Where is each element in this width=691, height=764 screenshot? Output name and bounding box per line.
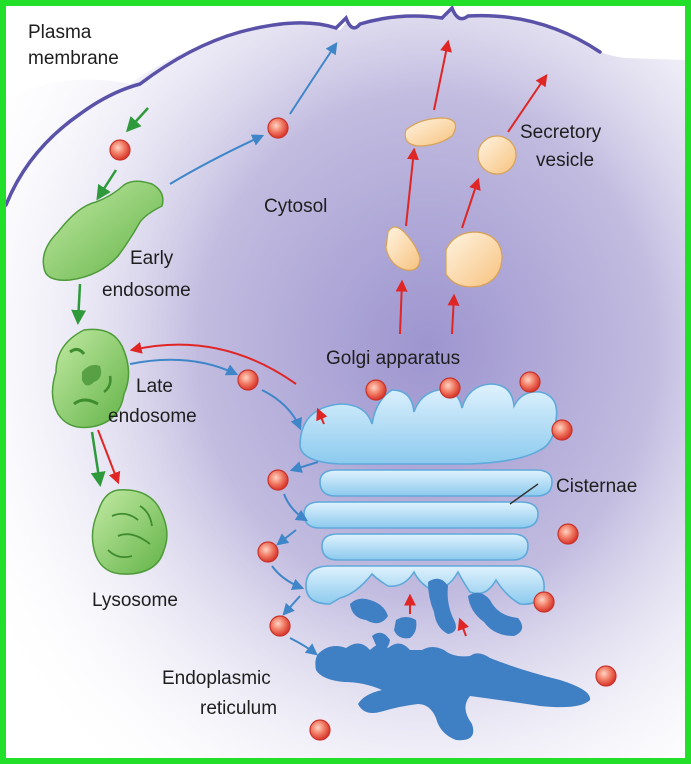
particle bbox=[365, 379, 387, 401]
arrow bbox=[129, 358, 239, 376]
label-secretory-vesicle-2: vesicle bbox=[536, 150, 594, 171]
arrow bbox=[316, 407, 328, 425]
red-arrows bbox=[97, 39, 548, 637]
particle bbox=[519, 371, 541, 393]
arrow bbox=[282, 595, 301, 616]
label-endoplasmic-reticulum-1: Endoplasmic bbox=[162, 668, 271, 689]
green-arrows bbox=[71, 107, 149, 487]
golgi-cisterna-2 bbox=[319, 469, 553, 497]
arrow bbox=[405, 147, 419, 227]
early-endosome bbox=[42, 180, 164, 281]
arrow bbox=[96, 169, 118, 201]
arrow bbox=[97, 429, 121, 485]
particle bbox=[257, 541, 279, 563]
arrow bbox=[283, 493, 309, 522]
vesicle-left-golgi bbox=[385, 226, 421, 271]
label-golgi-apparatus: Golgi apparatus bbox=[326, 348, 460, 369]
particle bbox=[237, 369, 259, 391]
particle bbox=[309, 719, 331, 741]
label-endoplasmic-reticulum-2: reticulum bbox=[200, 698, 277, 719]
arrow bbox=[71, 283, 87, 325]
label-plasma-membrane-1: Plasma bbox=[28, 22, 92, 43]
arrow bbox=[129, 342, 297, 385]
vesicle-right-golgi bbox=[445, 231, 503, 288]
golgi-bottom-cisterna bbox=[305, 565, 545, 606]
particle bbox=[267, 117, 289, 139]
label-early-endosome-2: endosome bbox=[102, 280, 191, 301]
label-cytosol: Cytosol bbox=[264, 196, 327, 217]
arrow bbox=[276, 529, 297, 546]
red-particles bbox=[109, 117, 617, 741]
cisternae-leader-line bbox=[509, 483, 539, 505]
particle bbox=[595, 665, 617, 687]
particle bbox=[109, 139, 131, 161]
label-plasma-membrane-2: membrane bbox=[28, 48, 119, 69]
arrow bbox=[90, 431, 106, 487]
plasma-membrane bbox=[6, 6, 602, 207]
arrow bbox=[395, 279, 408, 335]
particle bbox=[439, 377, 461, 399]
golgi-cisterna-3 bbox=[303, 501, 539, 529]
late-endosome bbox=[51, 328, 130, 429]
golgi-top-cisterna bbox=[299, 383, 558, 465]
particle bbox=[533, 591, 555, 613]
endoplasmic-reticulum bbox=[315, 578, 591, 741]
arrow bbox=[261, 389, 302, 431]
labels: Plasma membrane Cytosol Secretory vesicl… bbox=[28, 22, 637, 719]
arrow bbox=[289, 637, 318, 656]
vesicle-small-upper bbox=[404, 117, 457, 147]
secretory-vesicle bbox=[477, 135, 517, 175]
golgi-apparatus bbox=[299, 383, 558, 606]
arrow bbox=[125, 107, 149, 133]
arrow bbox=[289, 461, 319, 473]
blue-arrows bbox=[129, 42, 338, 656]
particle bbox=[267, 469, 289, 491]
label-cisternae: Cisternae bbox=[556, 476, 637, 497]
label-late-endosome-1: Late bbox=[136, 376, 173, 397]
arrow bbox=[433, 39, 452, 111]
label-early-endosome-1: Early bbox=[130, 248, 174, 269]
arrow bbox=[461, 177, 481, 229]
arrow bbox=[169, 134, 265, 185]
arrow bbox=[271, 565, 305, 591]
golgi-cisterna-4 bbox=[321, 533, 529, 561]
cell-pathway-diagram: Plasma membrane Cytosol Secretory vesicl… bbox=[6, 6, 685, 758]
particle bbox=[557, 523, 579, 545]
particle bbox=[551, 419, 573, 441]
arrow bbox=[289, 42, 338, 115]
lysosome bbox=[91, 489, 168, 575]
arrow bbox=[457, 617, 469, 637]
label-secretory-vesicle-1: Secretory bbox=[520, 122, 602, 143]
label-late-endosome-2: endosome bbox=[108, 406, 197, 427]
particle bbox=[269, 615, 291, 637]
label-lysosome: Lysosome bbox=[92, 590, 178, 611]
arrow bbox=[507, 74, 548, 133]
arrow bbox=[447, 293, 460, 335]
